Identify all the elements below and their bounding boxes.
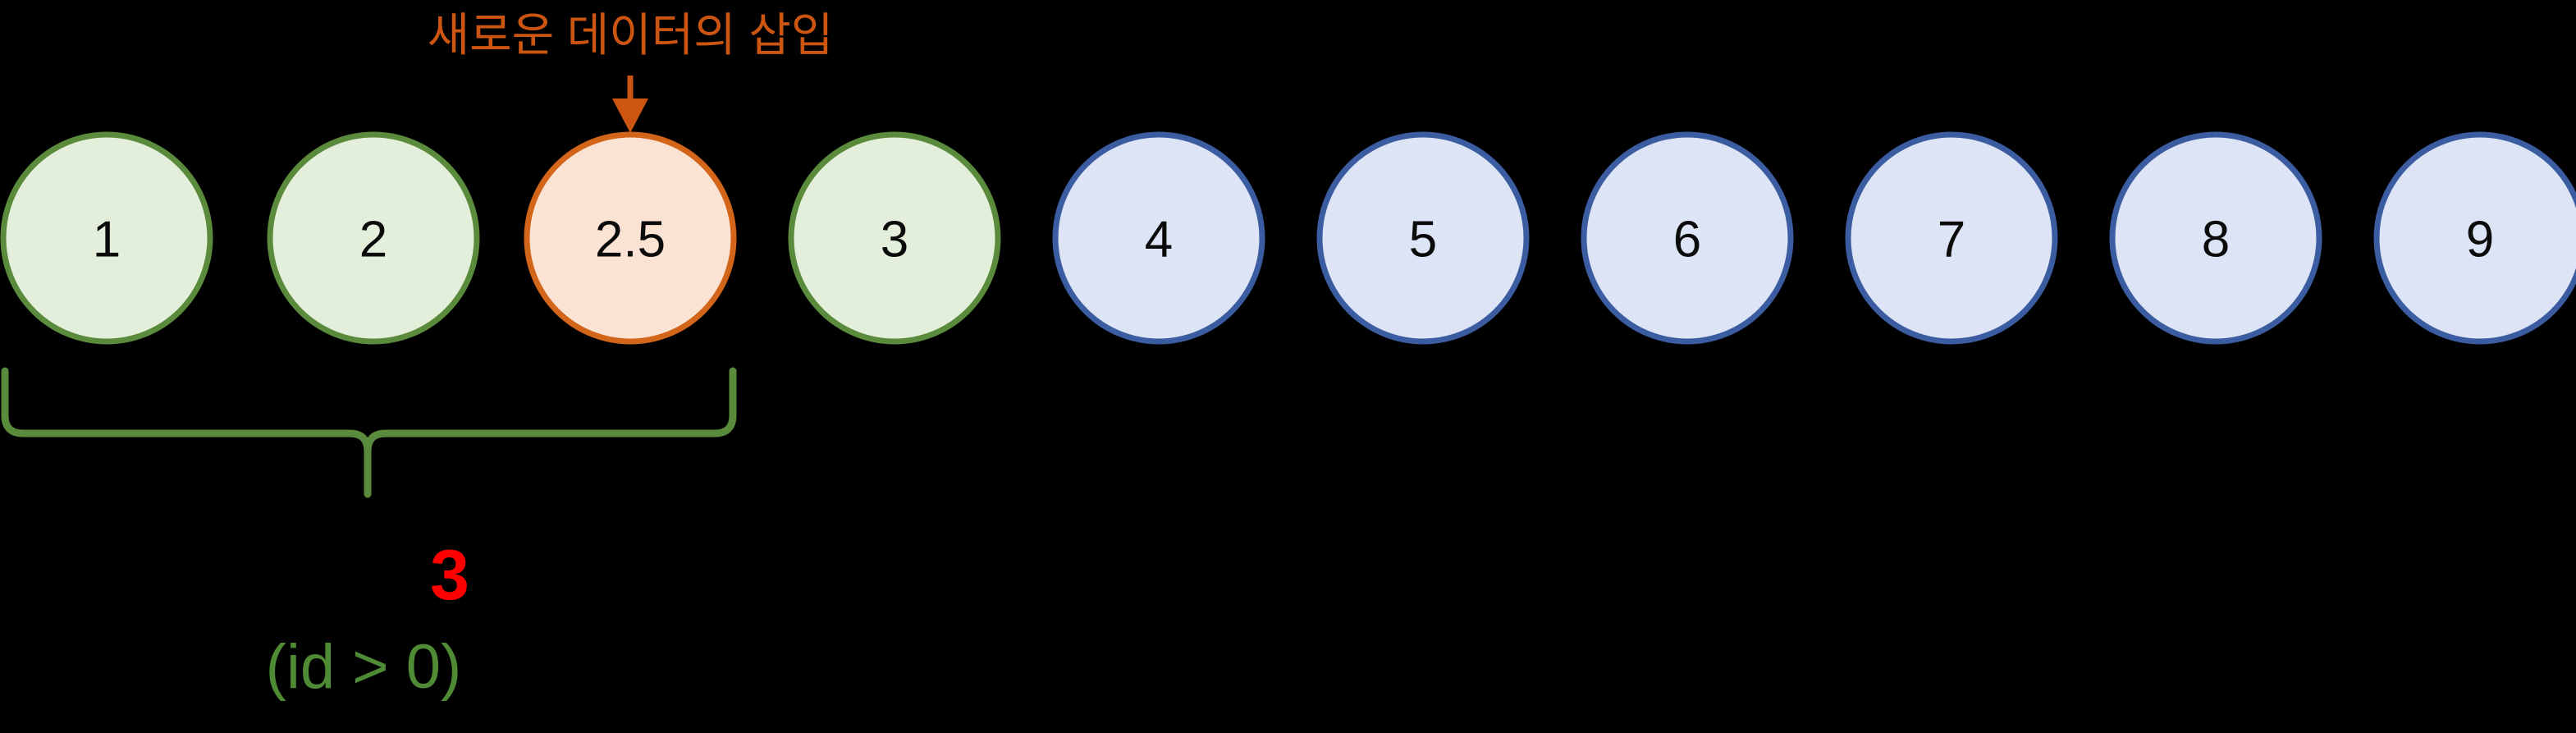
node-6[interactable]: 6 xyxy=(1581,131,1794,345)
node-8[interactable]: 8 xyxy=(2109,131,2322,345)
node-4-circle[interactable] xyxy=(1052,131,1265,345)
node-4[interactable]: 4 xyxy=(1052,131,1265,345)
node-9-label: 9 xyxy=(2466,212,2494,268)
node-5[interactable]: 5 xyxy=(1316,131,1530,345)
node-1[interactable]: 1 xyxy=(0,131,213,345)
node-2[interactable]: 2 xyxy=(267,131,480,345)
node-3-label: 3 xyxy=(881,212,908,268)
insert-arrow-icon xyxy=(612,76,648,133)
node-7-circle[interactable] xyxy=(1845,131,2058,345)
node-6-circle[interactable] xyxy=(1581,131,1794,345)
range-brace xyxy=(1,367,737,498)
node-3-circle[interactable] xyxy=(788,131,1001,345)
count-label: 3 xyxy=(430,536,469,615)
node-1-circle[interactable] xyxy=(0,131,213,345)
node-4-label: 4 xyxy=(1145,212,1173,268)
node-5-label: 5 xyxy=(1409,212,1437,268)
node-1-label: 1 xyxy=(93,212,121,268)
node-2-label: 2 xyxy=(359,212,387,268)
node-7-label: 7 xyxy=(1938,212,1965,268)
node-list: 1 2 2.5 3 4 5 6 7 8 9 xyxy=(0,131,2576,345)
node-8-circle[interactable] xyxy=(2109,131,2322,345)
node-2-5[interactable]: 2.5 xyxy=(524,131,737,345)
node-2-5-label: 2.5 xyxy=(595,212,666,268)
node-2-5-circle[interactable] xyxy=(524,131,737,345)
node-5-circle[interactable] xyxy=(1316,131,1530,345)
node-8-label: 8 xyxy=(2202,212,2230,268)
condition-label: (id > 0) xyxy=(266,632,462,702)
node-6-label: 6 xyxy=(1673,212,1701,268)
node-3[interactable]: 3 xyxy=(788,131,1001,345)
node-9[interactable]: 9 xyxy=(2373,131,2576,345)
brace-stroke xyxy=(1,367,737,498)
node-2-circle[interactable] xyxy=(267,131,480,345)
node-9-circle[interactable] xyxy=(2373,131,2576,345)
insert-caption-label: 새로운 데이터의 삽입 xyxy=(428,9,834,61)
node-7[interactable]: 7 xyxy=(1845,131,2058,345)
arrow-head-icon xyxy=(612,98,648,133)
